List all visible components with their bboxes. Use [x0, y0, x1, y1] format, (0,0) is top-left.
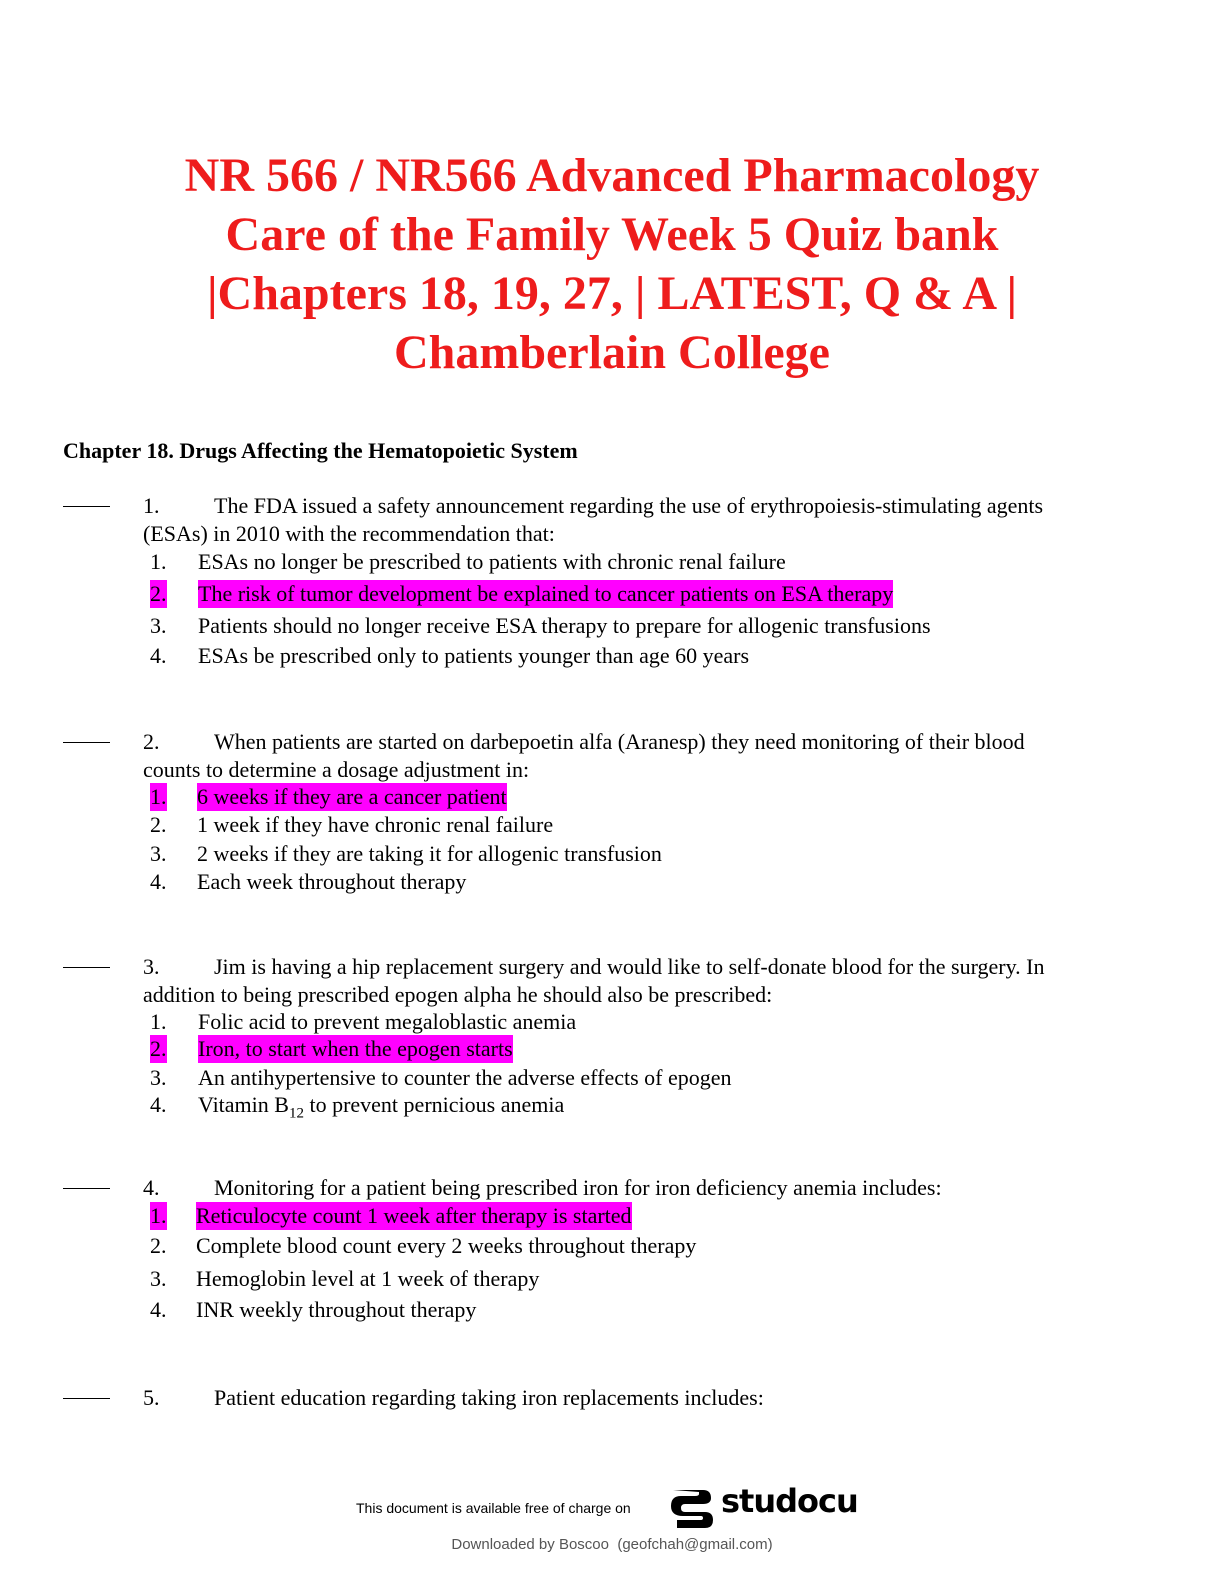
answer-blank [63, 967, 110, 968]
answer-blank [63, 1398, 110, 1399]
title-line-1: NR 566 / NR566 Advanced Pharmacology [184, 149, 1040, 202]
option-number: 2. [150, 1233, 167, 1258]
option-text: 1 week if they have chronic renal failur… [197, 812, 554, 837]
download-attribution: Downloaded by Boscoo (geofchah@gmail.com… [0, 1536, 1224, 1553]
option-text-part: Vitamin B [198, 1092, 289, 1117]
answer-blank [63, 506, 110, 507]
option-number: 3. [150, 841, 167, 866]
option-number: 3. [150, 1065, 167, 1090]
studocu-logo-icon[interactable] [665, 1484, 717, 1530]
option-text-part: to prevent pernicious anemia [303, 1092, 565, 1117]
option-number: 4. [150, 869, 167, 894]
option-text: An antihypertensive to counter the adver… [198, 1065, 732, 1090]
downloaded-by: Downloaded by Boscoo [451, 1536, 609, 1553]
option-text: Complete blood count every 2 weeks throu… [196, 1233, 697, 1258]
option-text: The risk of tumor development be explain… [198, 580, 894, 608]
document-title: NR 566 / NR566 Advanced Pharmacology Car… [60, 146, 1164, 382]
option-text: ESAs be prescribed only to patients youn… [198, 643, 750, 668]
option-text: Each week throughout therapy [197, 869, 467, 894]
option-text: Hemoglobin level at 1 week of therapy [196, 1266, 540, 1291]
option-number: 1. [150, 1202, 167, 1230]
title-line-3: |Chapters 18, 19, 27, | LATEST, Q & A | [206, 267, 1018, 320]
subscript: 12 [288, 1105, 304, 1122]
option-text: Vitamin B12 to prevent pernicious anemia [198, 1091, 564, 1127]
option-number: 1. [150, 1009, 167, 1034]
option-number: 1. [150, 549, 167, 574]
option-number: 2. [150, 812, 167, 837]
title-line-4: Chamberlain College [394, 326, 830, 379]
question-number: 2. [143, 729, 160, 754]
title-line-2: Care of the Family Week 5 Quiz bank [225, 208, 999, 261]
question-stem: The FDA issued a safety announcement reg… [143, 493, 1044, 546]
option-text: ESAs no longer be prescribed to patients… [198, 549, 786, 574]
option-number: 3. [150, 1266, 167, 1291]
answer-blank [63, 742, 110, 743]
option-number: 4. [150, 1092, 167, 1117]
question-stem: Jim is having a hip replacement surgery … [143, 954, 1045, 1007]
option-text: Folic acid to prevent megaloblastic anem… [198, 1009, 577, 1034]
question-number: 5. [143, 1385, 160, 1410]
downloader-email: (geofchah@gmail.com) [617, 1536, 773, 1553]
chapter-heading: Chapter 18. Drugs Affecting the Hematopo… [63, 438, 578, 463]
option-text: 2 weeks if they are taking it for alloge… [197, 841, 662, 866]
question-number: 1. [143, 493, 160, 518]
question-stem: Monitoring for a patient being prescribe… [214, 1175, 942, 1200]
option-number: 4. [150, 643, 167, 668]
option-number: 2. [150, 1035, 167, 1063]
availability-note: This document is available free of charg… [356, 1500, 631, 1516]
answer-blank [63, 1188, 110, 1189]
option-text: Reticulocyte count 1 week after therapy … [196, 1202, 632, 1230]
option-number: 1. [150, 783, 167, 811]
option-number: 2. [150, 580, 167, 608]
option-text: Iron, to start when the epogen starts [198, 1035, 513, 1063]
question-number: 4. [143, 1175, 160, 1200]
option-text: 6 weeks if they are a cancer patient [197, 783, 507, 811]
option-number: 3. [150, 613, 167, 638]
option-text: INR weekly throughout therapy [196, 1297, 477, 1322]
option-text: Patients should no longer receive ESA th… [198, 613, 931, 638]
studocu-logo-text[interactable]: studocu [721, 1482, 859, 1520]
question-stem: When patients are started on darbepoetin… [143, 729, 1025, 782]
option-number: 4. [150, 1297, 167, 1322]
question-number: 3. [143, 954, 160, 979]
question-stem: Patient education regarding taking iron … [214, 1385, 764, 1410]
